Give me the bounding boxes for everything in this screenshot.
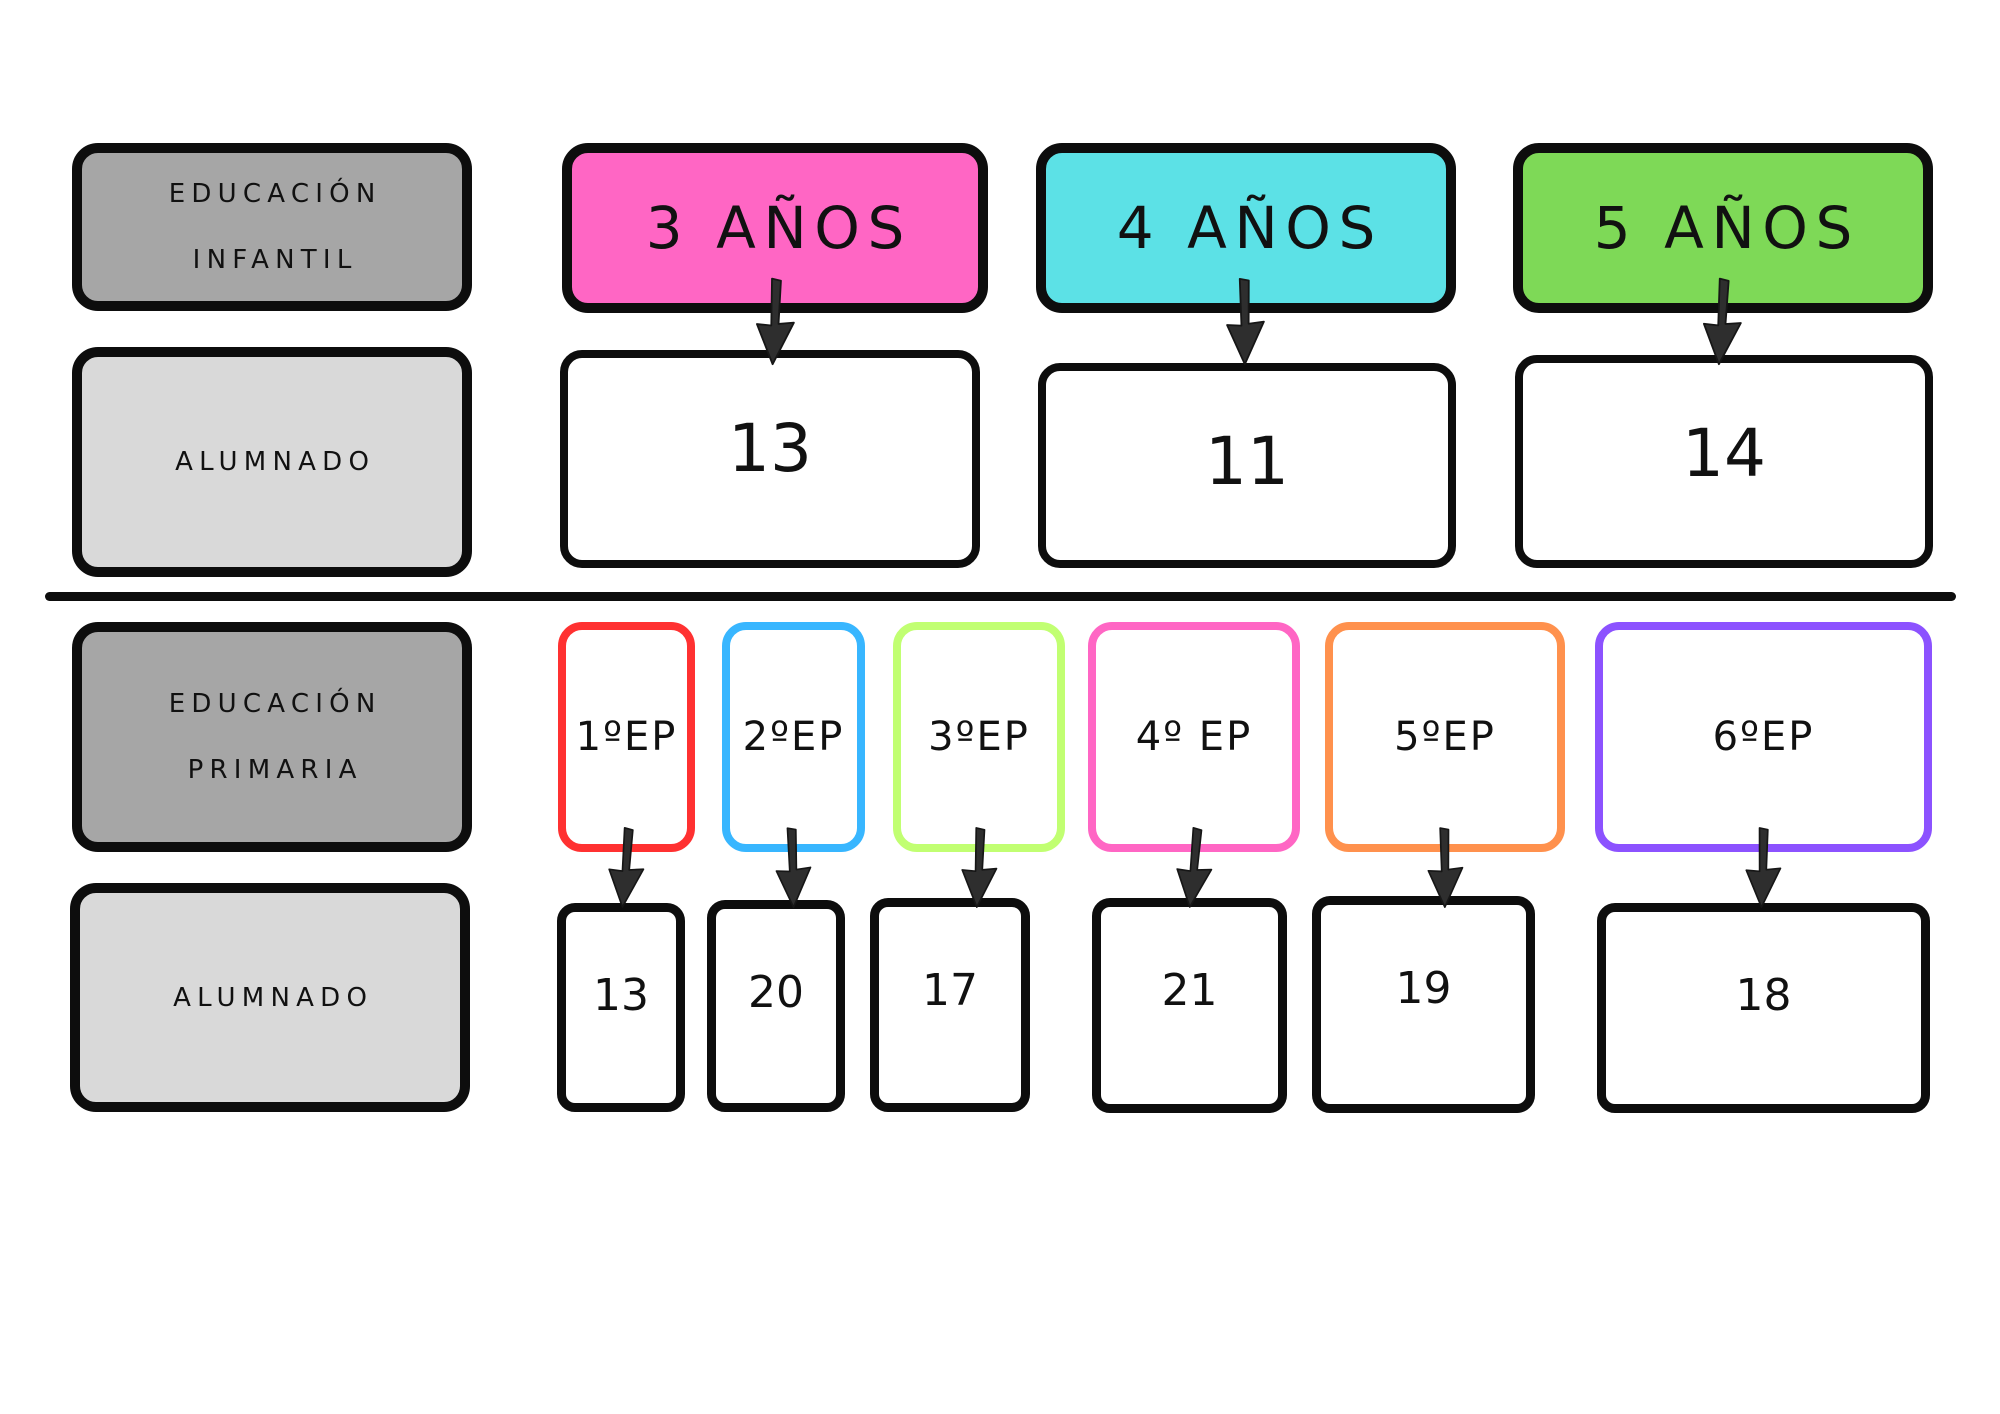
infantil-group-5-anos-label: 5 AÑOS [1593,194,1860,262]
count-value: 21 [1161,965,1218,1016]
primaria-group-5ep: 5ºEP [1325,622,1565,852]
count-value: 20 [748,967,804,1018]
infantil-count-4-anos: 11 [1038,363,1456,568]
down-arrow-icon [767,825,820,911]
primaria-count-1ep: 13 [557,903,685,1112]
count-value: 18 [1735,970,1792,1021]
down-arrow-icon [1693,275,1752,370]
down-arrow-icon [1737,826,1788,911]
infantil-count-5-anos: 14 [1515,355,1933,568]
count-value: 14 [1682,415,1766,492]
infantil-alumnado-header: ALUMNADO [72,347,472,577]
primaria-group-4ep-label: 4º EP [1135,714,1253,760]
primaria-group-1ep: 1ºEP [558,622,695,852]
count-value: 11 [1205,423,1289,500]
infantil-section-title-line1: EDUCACIÓN [168,179,382,209]
primaria-group-1ep-label: 1ºEP [575,714,678,760]
down-arrow-icon [953,825,1006,911]
infantil-section-header: EDUCACIÓN INFANTIL [72,143,472,311]
infantil-group-3-anos-label: 3 AÑOS [645,194,912,262]
primaria-section-header: EDUCACIÓN PRIMARIA [72,622,472,852]
primaria-group-4ep: 4º EP [1088,622,1300,852]
count-value: 13 [593,970,649,1021]
count-value: 17 [922,965,978,1016]
infantil-alumnado-label: ALUMNADO [175,447,376,477]
down-arrow-icon [1165,824,1222,912]
count-value: 19 [1395,963,1452,1014]
primaria-count-2ep: 20 [707,900,845,1112]
primaria-group-5ep-label: 5ºEP [1394,714,1496,760]
primaria-alumnado-label: ALUMNADO [173,982,374,1013]
primaria-section-title-line1: EDUCACIÓN [168,689,382,719]
primaria-group-6ep: 6ºEP [1595,622,1932,852]
primaria-section-title-line2: PRIMARIA [187,755,363,785]
primaria-group-3ep-label: 3ºEP [928,714,1030,760]
infantil-section-title-line2: INFANTIL [192,245,358,275]
primaria-group-3ep: 3ºEP [893,622,1065,852]
down-arrow-icon [746,275,803,369]
primaria-count-6ep: 18 [1597,903,1930,1113]
section-divider [45,592,1956,601]
primaria-group-6ep-label: 6ºEP [1712,714,1815,760]
primaria-alumnado-header: ALUMNADO [70,883,470,1112]
primaria-count-4ep: 21 [1092,898,1287,1113]
primaria-count-3ep: 17 [870,898,1030,1112]
primaria-group-2ep-label: 2ºEP [742,714,845,760]
primaria-count-5ep: 19 [1312,896,1535,1113]
down-arrow-icon [1217,276,1273,369]
down-arrow-icon [1419,826,1470,911]
infantil-group-4-anos-label: 4 AÑOS [1116,194,1383,262]
count-value: 13 [728,410,812,487]
infantil-count-3-anos: 13 [560,350,980,568]
down-arrow-icon [598,824,654,911]
primaria-group-2ep: 2ºEP [722,622,865,852]
